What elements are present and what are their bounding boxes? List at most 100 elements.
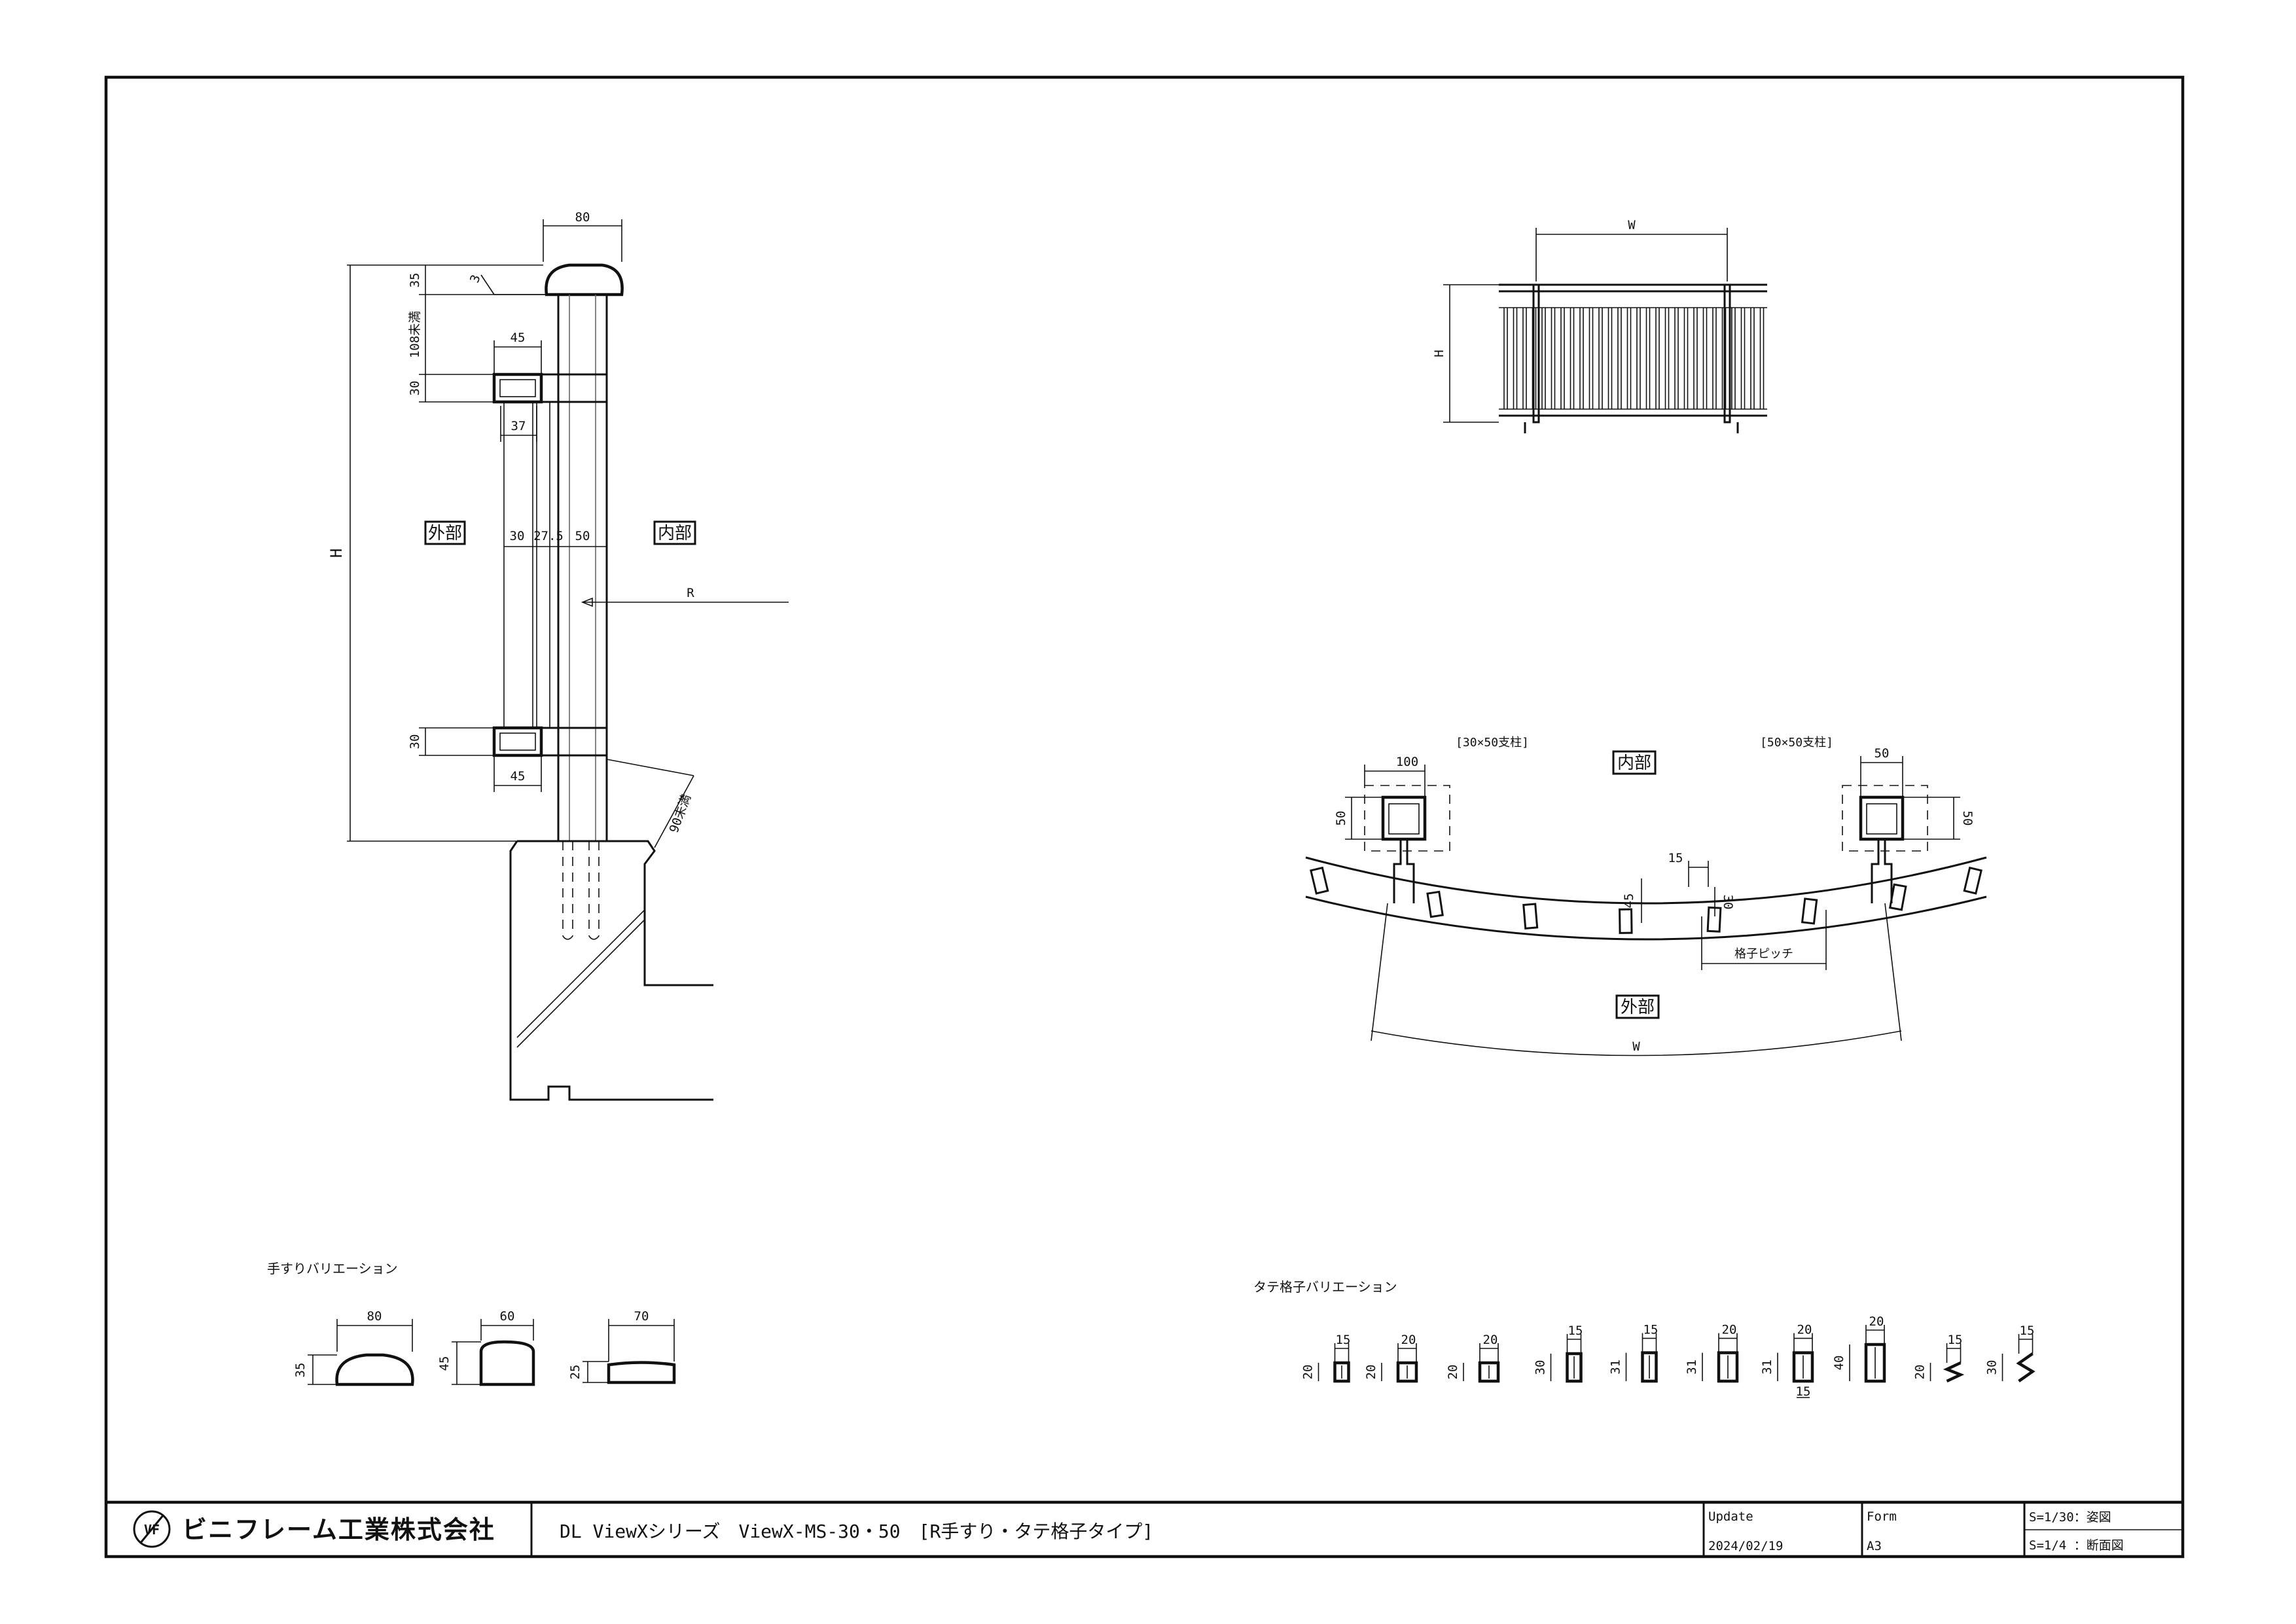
plan-baluster-slot [1426, 890, 1444, 918]
company-logo: VF [133, 1510, 171, 1548]
drawing-frame [104, 75, 2185, 1559]
baluster-height-label: 20 [1446, 1365, 1460, 1380]
label-inside-section: 内部 [658, 524, 692, 543]
dim-gap: 3 [467, 273, 484, 285]
plan-dim-100: 100 [1396, 755, 1418, 769]
dim-top-rail-height: 30 [408, 381, 422, 396]
dim-mid-b: 27.5 [533, 529, 564, 543]
plan-baluster-slot [1522, 903, 1539, 930]
handrail-3-width: 70 [634, 1309, 649, 1324]
baluster-profile-s [2016, 1352, 2036, 1382]
handrail-1-width: 80 [367, 1309, 382, 1324]
plan-label-inside: 内部 [1617, 753, 1651, 773]
dim-radius-r: R [687, 586, 694, 600]
baluster-height-label: 20 [1913, 1365, 1928, 1380]
baluster-variations-title: タテ格子バリエーション [1253, 1279, 1397, 1295]
baluster-width-label: 20 [1869, 1314, 1884, 1329]
baluster-height-label: 31 [1760, 1360, 1774, 1375]
baluster-height-label: 31 [1609, 1360, 1623, 1375]
company-name: ビニフレーム工業株式会社 [182, 1515, 495, 1544]
dim-bottom-rail-width: 45 [511, 769, 526, 784]
baluster-height-label: 31 [1685, 1360, 1699, 1375]
plan-baluster-slot [1310, 866, 1329, 895]
elevation-view: W H [1432, 218, 1767, 433]
elevation-dim-h: H [1432, 350, 1446, 357]
baluster-profile [1717, 1351, 1739, 1383]
form-value: A3 [1867, 1539, 1882, 1553]
baluster-profile [1396, 1361, 1418, 1383]
plan-baluster-slot [1801, 897, 1818, 925]
baluster-width-label: 20 [1797, 1323, 1812, 1337]
plan-label-outside: 外部 [1621, 998, 1655, 1017]
baluster-height-label: 20 [1301, 1365, 1316, 1380]
handrail-variation-1: 80 35 [293, 1309, 414, 1386]
dim-mid-c: 50 [575, 529, 590, 543]
title-block: VF ビニフレーム工業株式会社 DL ViewXシリーズ ViewX-MS-30… [106, 1500, 2183, 1557]
side-section-view: 80 H 35 3 108未満 30 45 37 30 [327, 210, 789, 1101]
handrail-2-width: 60 [500, 1309, 515, 1324]
plan-baluster-slots [1310, 866, 1982, 934]
handrail-1-height: 35 [293, 1363, 308, 1378]
dim-under-108: 108未満 [408, 311, 422, 358]
handrail-3-height: 25 [568, 1365, 583, 1380]
plan-dim-45: 45 [1622, 893, 1636, 909]
baluster-variations: タテ格子バリエーション 1520202020201530153120312031… [1253, 1279, 2036, 1399]
plan-dim-50-left: 50 [1334, 811, 1348, 826]
baluster-extra-label: 15 [1796, 1384, 1811, 1399]
baluster-profile [1792, 1351, 1814, 1383]
dim-bottom-rail-height: 30 [408, 734, 422, 749]
baluster-profile [1641, 1351, 1658, 1383]
handrail-2-height: 45 [437, 1356, 452, 1371]
drawing-title: DL ViewXシリーズ ViewX-MS-30・50 [R手すり・タテ格子タイ… [560, 1521, 1153, 1542]
plan-label-pitch: 格子ピッチ [1734, 947, 1793, 961]
baluster-width-label: 15 [1643, 1323, 1659, 1337]
elevation-dim-w: W [1628, 218, 1636, 232]
plan-label-post-50x50: [50×50支柱] [1760, 736, 1833, 749]
dim-cap-width: 80 [575, 210, 590, 225]
plan-view: [30×50支柱] [50×50支柱] 内部 外部 100 50 50 50 [1305, 736, 1987, 1056]
scale-elevation: S=1/30：姿図 [2029, 1510, 2111, 1525]
plan-baluster-slot [1619, 908, 1633, 934]
dim-cap-height: 35 [408, 273, 422, 288]
plan-baluster-slot [1963, 866, 1982, 895]
baluster-width-label: 15 [2020, 1324, 2035, 1338]
baluster-variation-7: 20 31 15 [1760, 1323, 1814, 1399]
plan-dim-30: 30 [1721, 895, 1735, 910]
update-label: Update [1708, 1509, 1753, 1524]
scale-section: S=1/4 ：断面図 [2029, 1538, 2124, 1553]
company-logo-mark: VF [144, 1522, 160, 1538]
baluster-height-label: 20 [1364, 1365, 1378, 1380]
baluster-width-label: 15 [1948, 1333, 1963, 1347]
baluster-height-label: 30 [1985, 1360, 2000, 1375]
baluster-width-label: 15 [1336, 1333, 1351, 1347]
plan-dim-w: W [1632, 1039, 1640, 1054]
baluster-width-label: 20 [1722, 1323, 1737, 1337]
handrail-variation-2: 60 45 [437, 1309, 535, 1386]
plan-dim-15: 15 [1668, 851, 1683, 865]
handrail-variation-3: 70 25 [568, 1309, 676, 1384]
plan-label-post-30x50: [30×50支柱] [1456, 736, 1529, 749]
baluster-profile [1333, 1361, 1350, 1383]
plan-baluster-slot [1706, 906, 1722, 933]
baluster-width-label: 20 [1401, 1333, 1416, 1347]
baluster-profile-s [1943, 1361, 1965, 1383]
baluster-height-label: 40 [1832, 1356, 1846, 1371]
baluster-width-label: 20 [1483, 1333, 1498, 1347]
dim-mid-a: 30 [510, 529, 525, 543]
update-value: 2024/02/19 [1708, 1539, 1783, 1553]
plan-dim-50-top: 50 [1874, 746, 1890, 761]
plan-dim-50-right: 50 [1960, 811, 1975, 826]
baluster-height-label: 30 [1534, 1360, 1548, 1375]
dim-height-h: H [327, 549, 346, 558]
dim-under-90: 90未満 [667, 793, 694, 835]
handrail-variations-title: 手すりバリエーション [267, 1261, 398, 1276]
